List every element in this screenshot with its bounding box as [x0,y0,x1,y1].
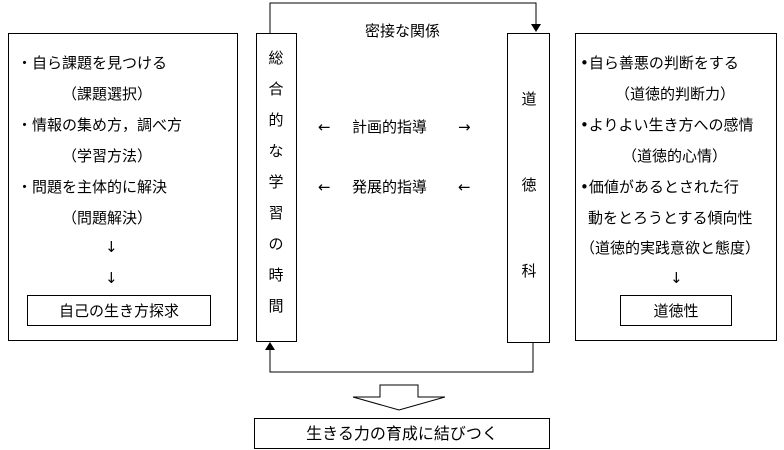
top-label: 密接な関係 [365,22,441,40]
sogo-text: 総 合 的 な 学 習 の 時 間 [268,49,284,315]
right-item: （道徳的実践意欲と態度） [580,239,761,257]
down-arrow: ↓ [670,269,683,287]
right-result: 道徳性 [653,302,699,320]
right-item: （道徳的判断力） [615,85,736,103]
left-item: （課題選択） [62,85,153,103]
right-item: •よりよい生き方への感情 [580,116,754,134]
hatten-label: 発展的指導 [352,178,428,196]
left-item: ・情報の集め方，調べ方 [17,116,183,134]
right-item: 動をとろうとする傾向性 [588,209,753,227]
left-item: （学習方法） [62,147,153,165]
dotoku-box [507,33,550,343]
left-result-box [27,295,211,326]
down-arrow: ↓ [105,269,118,287]
right-item: •自ら善悪の判断をする [580,54,739,72]
left-result: 自己の生き方探求 [58,302,179,320]
dotoku-text: 道 徳 科 [521,90,537,280]
right-box [575,33,777,341]
arrow-left: ← [458,178,471,196]
down-arrow: ↓ [105,238,118,256]
sogo-box [256,33,297,342]
arrow-left: ← [318,118,331,136]
bottom-label: 生きる力の育成に結びつく [306,424,498,443]
left-box [8,33,238,341]
right-item: （道徳的心情） [622,147,728,165]
left-item: （問題解決） [62,209,153,227]
arrow-left: ← [318,178,331,196]
bottom-box [254,418,550,449]
arrow-right: → [458,118,471,136]
left-item: ・問題を主体的に解決 [17,178,168,196]
right-result-box [620,295,732,326]
down-arrow-icon [352,384,446,411]
left-item: ・自ら課題を見つける [17,54,168,72]
right-item: •価値があるとされた行 [580,178,739,196]
keikaku-label: 計画的指導 [352,118,428,136]
